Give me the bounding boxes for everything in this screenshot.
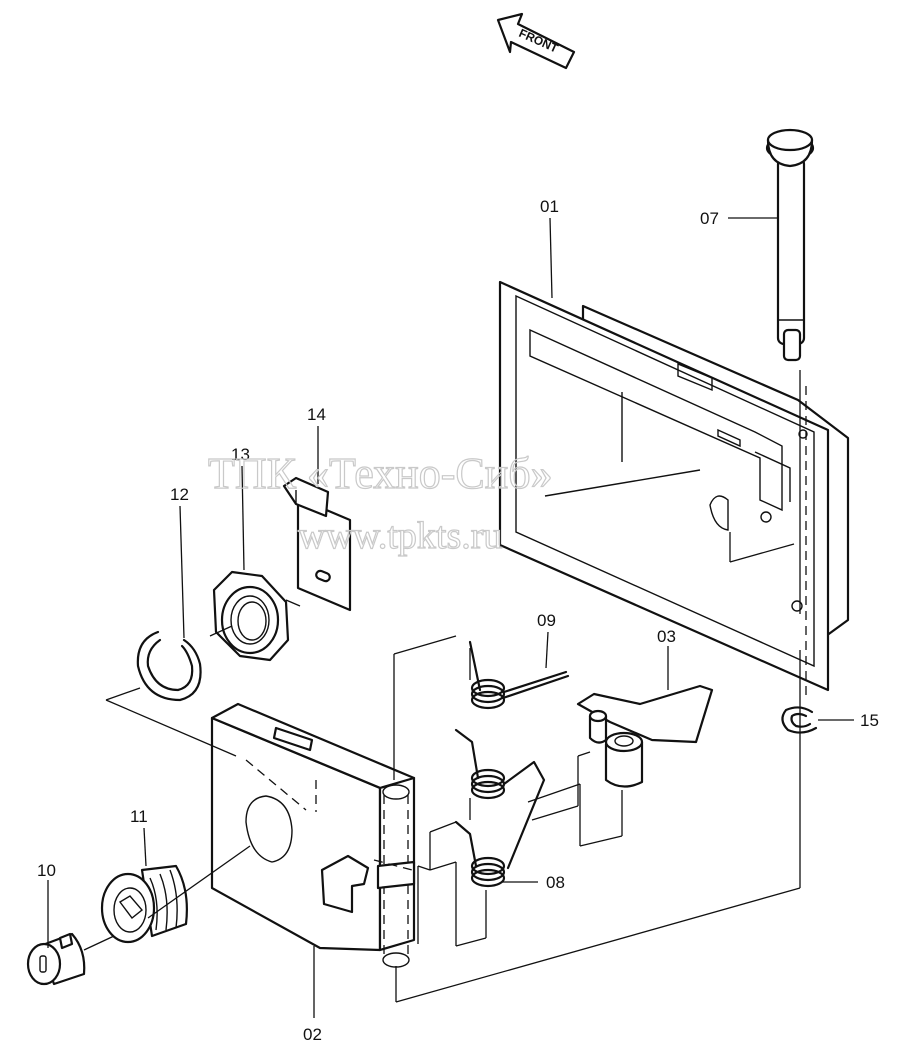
spring-09 bbox=[468, 640, 570, 710]
e-ring-15 bbox=[781, 706, 818, 734]
hinge-pin-07 bbox=[765, 128, 815, 362]
housing-01 bbox=[498, 280, 850, 692]
callout-12: 12 bbox=[170, 485, 189, 504]
lock-body-02 bbox=[210, 702, 416, 968]
callout-01: 01 bbox=[540, 197, 559, 216]
watermark: ТПК «Техно-Сиб» www.tpkts.ru bbox=[207, 448, 553, 557]
callout-08: 08 bbox=[546, 873, 565, 892]
key-cylinder-10 bbox=[26, 932, 86, 986]
hidden-assembly-lines bbox=[245, 386, 807, 871]
callout-13: 13 bbox=[231, 445, 250, 464]
leader-lines bbox=[47, 217, 854, 1018]
callout-labels: 01 02 03 07 08 09 10 11 12 13 14 15 bbox=[37, 197, 879, 1044]
callout-07: 07 bbox=[700, 209, 719, 228]
spring-08-upper bbox=[454, 728, 546, 870]
callout-11: 11 bbox=[130, 807, 148, 826]
cylinder-housing-11 bbox=[100, 864, 188, 944]
front-arrow: FRONT bbox=[496, 12, 576, 70]
watermark-line2: www.tpkts.ru bbox=[298, 515, 502, 557]
callout-14: 14 bbox=[307, 405, 326, 424]
callout-15: 15 bbox=[860, 711, 879, 730]
plate-14 bbox=[282, 476, 352, 612]
spring-08-lower bbox=[454, 820, 506, 888]
nut-13 bbox=[212, 570, 290, 662]
callout-09: 09 bbox=[537, 611, 556, 630]
callout-03: 03 bbox=[657, 627, 676, 646]
snap-ring-12 bbox=[136, 630, 202, 702]
lever-03 bbox=[576, 684, 714, 788]
callout-02: 02 bbox=[303, 1025, 322, 1044]
callout-10: 10 bbox=[37, 861, 56, 880]
watermark-line1: ТПК «Техно-Сиб» bbox=[208, 449, 553, 498]
assembly-lines bbox=[83, 370, 801, 1003]
